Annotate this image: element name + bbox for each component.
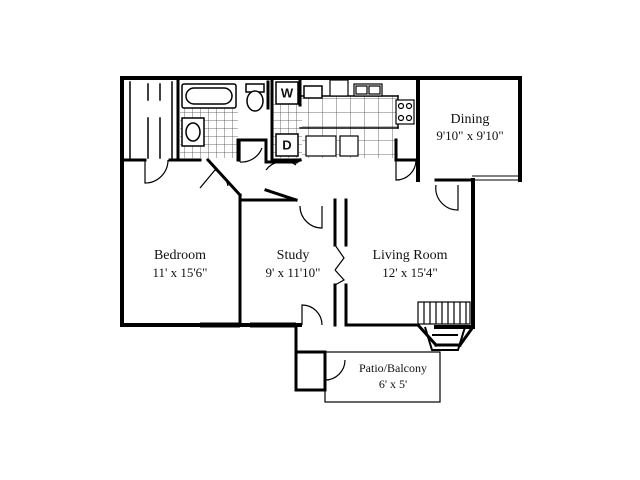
sink [181,117,205,147]
water-heater [303,85,323,99]
washer-label: W [281,85,294,100]
toilet [245,83,265,112]
windows [200,175,520,328]
kitchen-sink [353,83,383,97]
dishwasher [329,79,349,97]
fireplace [424,326,466,351]
bedroom-label: Bedroom [154,248,206,263]
dining-label: Dining [451,112,490,127]
bedroom-dims: 11' x 15'6" [152,265,207,280]
range [395,99,415,125]
living-room-label: Living Room [372,248,447,263]
dining-dims: 9'10" x 9'10" [436,128,503,143]
bathtub [181,83,237,109]
doors [144,140,459,381]
refrigerator [305,135,359,157]
dryer-label: D [282,137,291,152]
patio-label: Patio/Balcony [359,361,427,375]
living-room-dims: 12' x 15'4" [382,265,438,280]
dryer [275,133,299,157]
exterior-walls [120,76,522,329]
washer [275,81,299,105]
study-dims: 9' x 11'10" [265,265,320,280]
balcony-rail [417,301,471,325]
study-label: Study [277,248,310,263]
patio-dims: 6' x 5' [379,377,407,391]
